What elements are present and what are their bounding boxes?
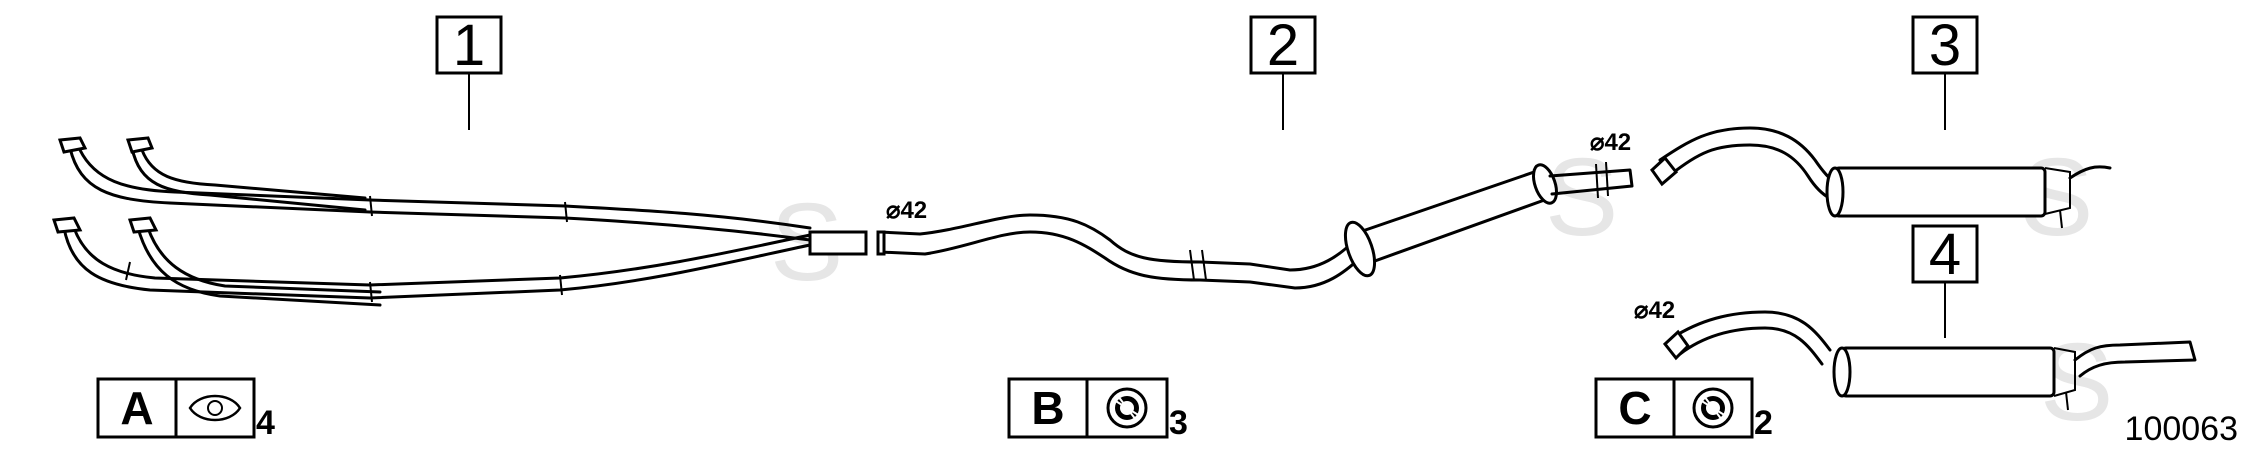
diameter-label: ⌀42 xyxy=(1590,129,1631,156)
front-pipe-assembly xyxy=(51,136,868,307)
diameter-label: ⌀42 xyxy=(886,197,927,224)
legend-letter: A xyxy=(120,382,153,434)
rear-muffler-b xyxy=(1662,310,2197,411)
clamp-ring-icon xyxy=(1692,387,1734,429)
callout-label: 4 xyxy=(1929,222,1961,287)
legend-qty: 3 xyxy=(1169,404,1188,442)
callout-box-1 xyxy=(435,15,503,75)
legend-item-b: B 3 xyxy=(1007,377,1188,442)
legend-item-c: C 2 xyxy=(1594,377,1773,442)
reference-number: 100063 xyxy=(2125,410,2238,448)
legend-qty: 4 xyxy=(256,404,275,442)
legend-item-a: A 4 xyxy=(96,377,275,442)
legend-qty: 2 xyxy=(1754,404,1773,442)
callout-box-3 xyxy=(1911,15,1979,75)
clamp-ring-icon xyxy=(1106,387,1148,429)
callout-label: 1 xyxy=(453,13,485,78)
flange-gasket-icon xyxy=(188,394,242,422)
callout-label: 3 xyxy=(1929,13,1961,78)
legend-letter: B xyxy=(1031,382,1064,434)
rear-muffler-a xyxy=(1650,126,2112,229)
callout-label: 2 xyxy=(1267,13,1299,78)
legend-letter: C xyxy=(1618,382,1651,434)
diameter-label: ⌀42 xyxy=(1634,297,1675,324)
intermediate-pipe-assembly xyxy=(876,161,1634,290)
callout-box-4 xyxy=(1911,224,1979,284)
